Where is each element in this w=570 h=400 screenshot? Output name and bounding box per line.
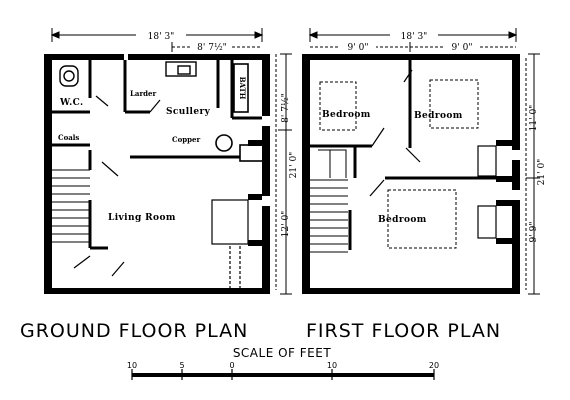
first-floor-plan: 18' 3" 9' 0" 9' 0": [302, 28, 547, 295]
ground-right-dimension: [275, 53, 292, 295]
larder-label: Larder: [130, 89, 156, 98]
first-doors: [369, 69, 421, 197]
first-partitions: [310, 60, 512, 250]
first-fireplaces: [477, 145, 497, 239]
ground-outer-walls: [44, 54, 270, 294]
wc-fixture: [59, 65, 79, 87]
first-floor-caption: FIRST FLOOR PLAN: [306, 320, 501, 342]
first-right-dimension: [525, 53, 540, 295]
ground-width-label: 18' 3": [148, 32, 175, 42]
bath-fixture: [233, 63, 249, 113]
ground-chimney: [248, 140, 262, 246]
ground-floor-caption: GROUND FLOOR PLAN: [20, 320, 248, 342]
bedroom-one-label: Bedroom: [322, 110, 371, 120]
coals-label: Coals: [58, 133, 79, 142]
scale-tick-label: 5: [179, 361, 184, 370]
scullery-width-label: 8' 7½": [197, 42, 227, 53]
ground-right-lower-label: 12' 0": [281, 211, 291, 238]
scale-tick-label: 10: [127, 361, 137, 370]
ground-right-upper-label: 8' 7½": [280, 93, 291, 123]
ground-floor-plan: 18' 3" 8' 7½": [44, 28, 299, 295]
first-stairs: [310, 149, 348, 253]
ground-fireplace: [211, 199, 249, 288]
ground-partitions: [52, 60, 262, 250]
bedroom-two-label: Bedroom: [414, 111, 463, 121]
bath-label: BATH: [238, 77, 247, 100]
scale-bar: [131, 369, 435, 380]
scullery-label: Scullery: [166, 107, 211, 117]
living-room-label: Living Room: [108, 213, 176, 223]
first-right-lower-label: 9' 9": [529, 222, 539, 243]
ground-stairs: [52, 169, 90, 243]
scale-title: SCALE OF FEET: [233, 346, 332, 360]
first-right-upper-label: 11' 0": [529, 105, 539, 132]
first-right-width-label: 9' 0": [452, 43, 473, 53]
first-outer-walls: [302, 54, 520, 294]
scullery-sink: [165, 61, 197, 77]
first-chimney: [496, 140, 512, 244]
bedroom-three-label: Bedroom: [378, 215, 427, 225]
scale-tick-label: 10: [327, 361, 337, 370]
first-right-total-label: 21' 0": [537, 159, 547, 186]
first-width-label: 18' 3": [401, 32, 428, 42]
ground-right-total-label: 21' 0": [289, 152, 299, 179]
scale-tick-label: 0: [229, 361, 234, 370]
wc-label: W.C.: [59, 98, 84, 108]
first-beds: [319, 79, 479, 249]
copper-label: Copper: [172, 135, 200, 144]
scale-tick-label: 20: [429, 361, 439, 370]
ground-doors: [73, 95, 161, 277]
first-left-width-label: 9' 0": [348, 43, 369, 53]
